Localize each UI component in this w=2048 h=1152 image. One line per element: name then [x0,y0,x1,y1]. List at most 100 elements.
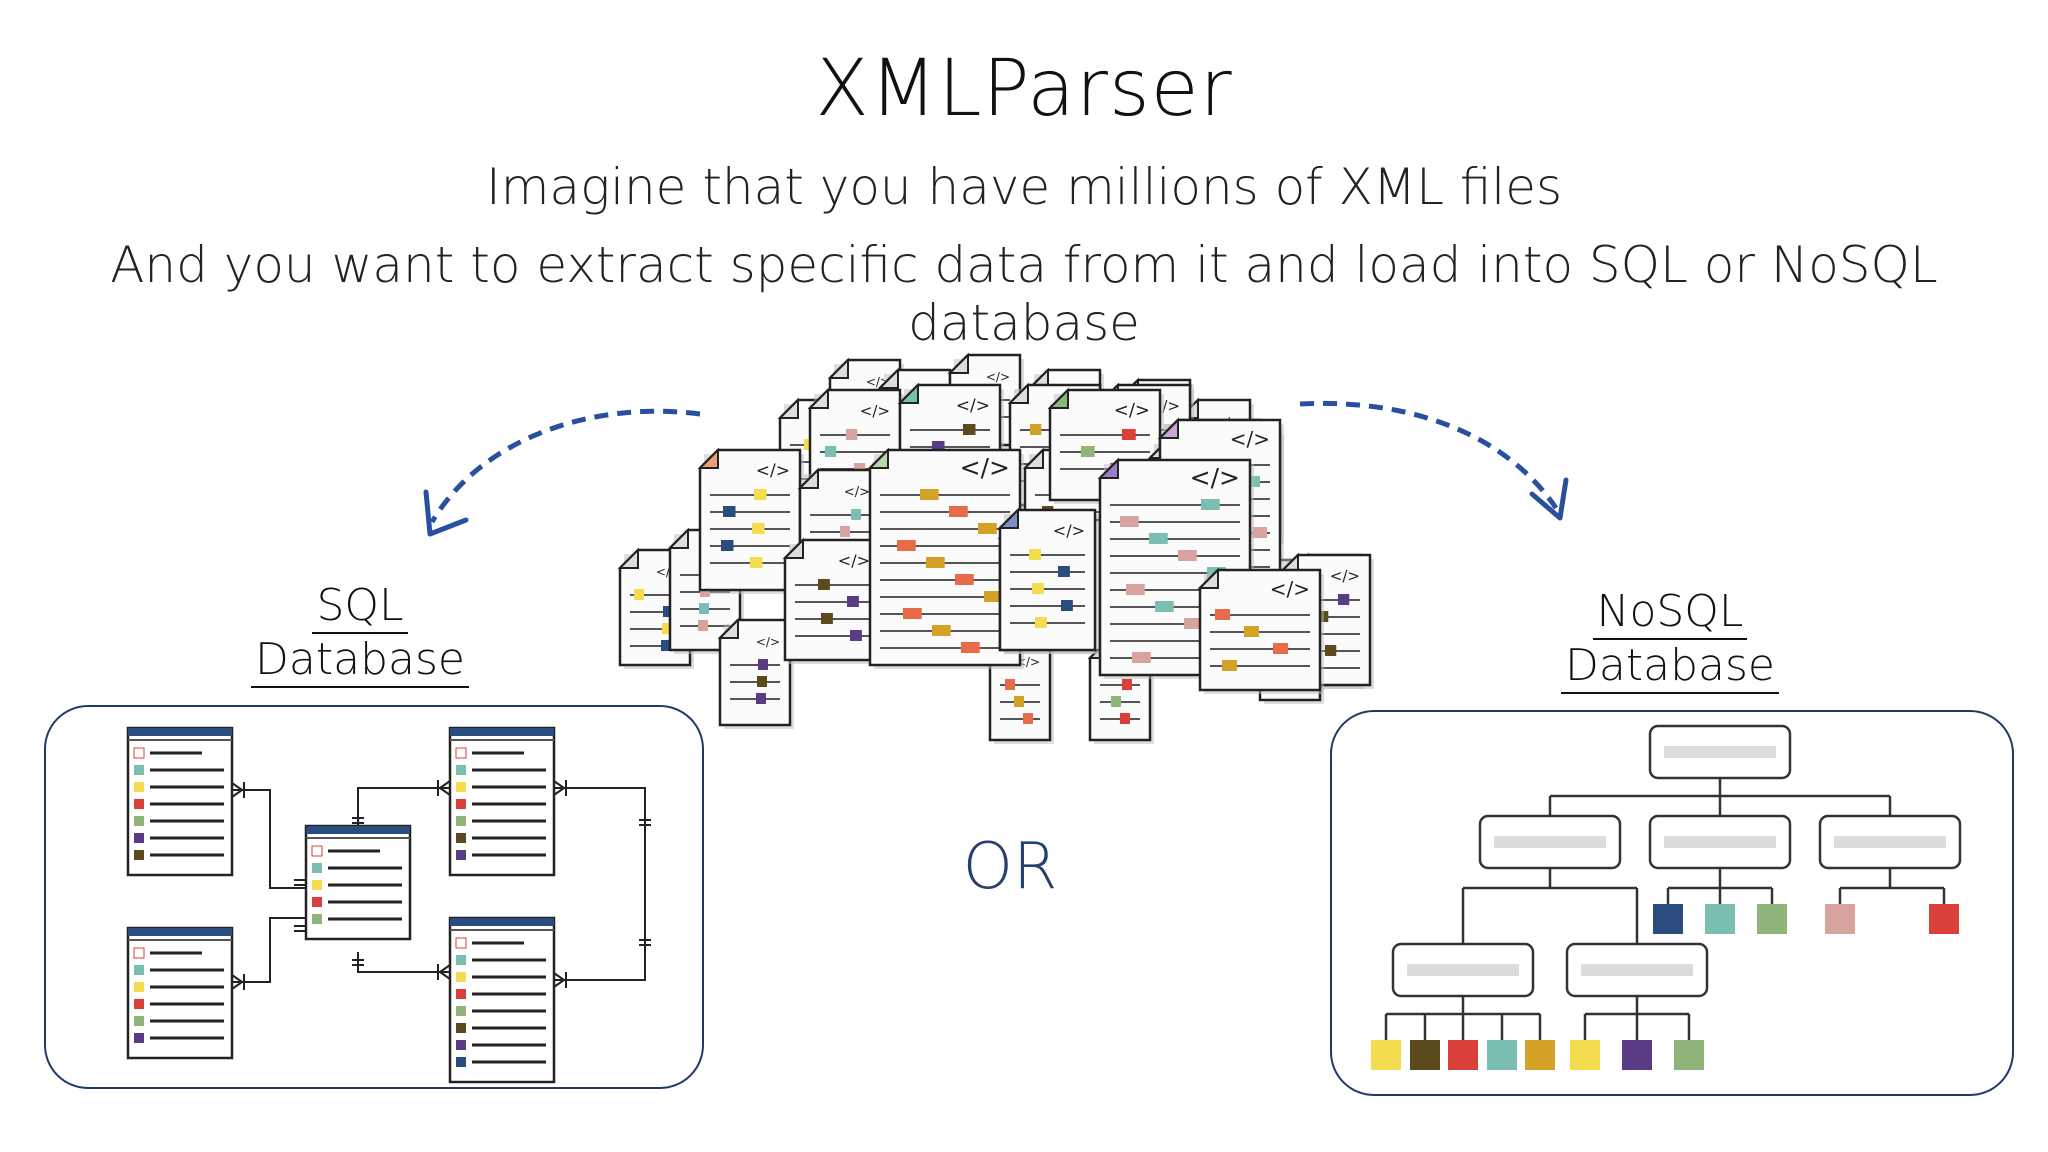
code-tag-icon: </> [956,396,990,416]
sql-label-line1: SQL [312,580,408,634]
doc-tag-mark [932,625,951,636]
code-tag-icon: </> [1270,577,1310,601]
db-table-icon [126,926,234,1060]
tree-connector [1666,868,1774,904]
field-swatch [134,765,144,775]
doc-tag-mark [1149,533,1168,544]
doc-tag-mark [854,463,866,474]
doc-tag-mark [897,540,916,551]
code-tag-icon: </> [756,461,790,481]
doc-tag-mark [752,523,765,534]
doc-tag-mark [1081,446,1095,457]
doc-tag-mark [754,489,767,500]
tree-connector [1548,778,1892,820]
table-header [128,928,232,936]
tree-node [1648,814,1792,870]
doc-corner [947,352,969,374]
field-swatch [456,765,466,775]
leaf-value-swatch [1622,1040,1652,1070]
doc-corner [897,382,919,404]
doc-corner [667,527,689,549]
field-swatch [456,1023,466,1033]
leaf-value-swatch [1410,1040,1440,1070]
table-header [450,728,554,736]
leaf-value-swatch [1929,904,1959,934]
field-swatch [456,816,466,826]
doc-corner [1022,447,1044,469]
code-tag-icon: </> [860,402,890,420]
doc-tag-mark [1244,626,1259,637]
code-tag-icon: </> [756,635,780,649]
right-arrow-icon [1299,400,1559,510]
field-swatch [134,1016,144,1026]
sql-database-label: SQL Database [230,580,490,688]
relationship-line [554,787,646,981]
code-tag-icon: </> [1330,567,1360,585]
table-frame [126,926,234,1060]
doc-tag-mark [750,557,763,568]
one-mark-icon [639,939,651,946]
code-tag-icon: </> [1230,427,1270,451]
code-tag-icon: </> [844,485,870,500]
field-swatch [312,863,322,873]
field-swatch [456,833,466,843]
doc-corner [1007,382,1029,404]
tree-connector [1583,996,1691,1040]
field-swatch [456,1040,466,1050]
right-arrow-head-icon [1529,477,1569,521]
doc-tag-mark [1014,696,1024,707]
leaf-value-swatch [1705,904,1735,934]
field-swatch [134,999,144,1009]
doc-tag-mark [1184,618,1203,629]
doc-tag-mark [1023,713,1033,724]
db-table-icon [448,726,556,877]
doc-tag-mark [963,424,976,435]
code-tag-icon: </> [1114,400,1150,421]
code-tag-icon: </> [838,551,870,570]
field-swatch [134,982,144,992]
leaf-value-swatch [1525,1040,1555,1070]
doc-corner [827,357,849,379]
doc-corner [782,537,804,559]
doc-tag-mark [1030,424,1042,435]
db-table-icon [126,726,234,877]
one-mark-icon [294,879,306,886]
doc-tag-mark [757,676,767,687]
doc-tag-mark [1005,679,1015,690]
doc-tag-mark [1126,584,1145,595]
doc-corner [997,507,1019,529]
subtitle-line-2: And you want to extract specific data fr… [110,236,1938,352]
doc-corner [777,397,799,419]
doc-tag-mark [932,441,945,452]
doc-tag-mark [1325,645,1337,656]
key-icon [133,747,145,759]
doc-tag-mark [1122,679,1132,690]
leaf-value-swatch [1371,1040,1401,1070]
doc-tag-mark [821,613,833,624]
nosql-label-line2: Database [1561,640,1779,694]
leaf-value-swatch [1570,1040,1600,1070]
xml-document-icon: </> [717,617,794,729]
doc-tag-mark [1120,713,1130,724]
xml-document-icon: </> [782,537,884,664]
doc-corner [807,387,829,409]
doc-corner [1197,567,1219,589]
node-placeholder-bar [1664,836,1776,848]
field-swatch [456,989,466,999]
key-icon [311,845,323,857]
doc-tag-mark [758,659,768,670]
doc-tag-mark [846,429,858,440]
node-placeholder-bar [1407,964,1519,976]
doc-tag-mark [1132,652,1151,663]
field-swatch [134,965,144,975]
field-swatch [456,972,466,982]
doc-corner [797,467,819,489]
field-swatch [456,850,466,860]
doc-tag-mark [1032,583,1044,594]
doc-tag-mark [1201,499,1220,510]
doc-tag-mark [978,523,997,534]
doc-tag-mark [698,620,708,631]
key-icon [133,947,145,959]
